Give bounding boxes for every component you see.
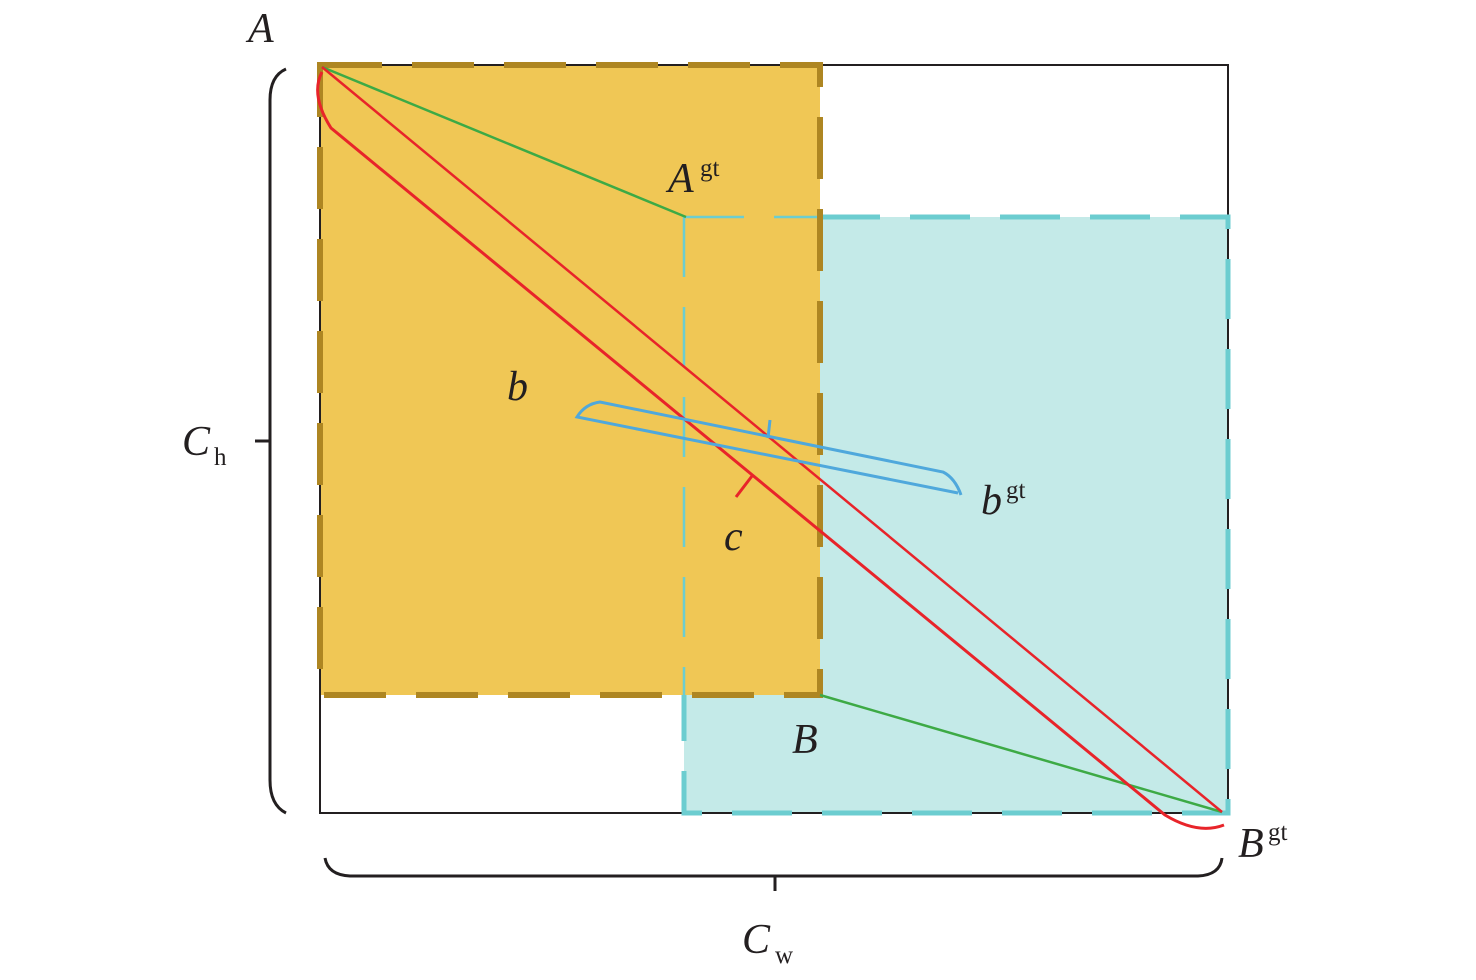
label-c: c [724,514,743,560]
diagonal-length-bracket [316,71,1225,830]
enclosing-diagonal [321,66,1223,813]
top-left-corner-distance [321,65,687,219]
diagonal-tick [734,475,754,498]
label-b-gt-center: b [981,478,1002,524]
center-distance-tick [766,419,772,439]
label-a-gt: A [665,156,694,202]
label-b-gt: B [1238,821,1264,867]
label-c-w: C [742,917,771,963]
label-c-h: C [182,419,211,465]
label-a-gt-sup: gt [700,155,720,182]
ground-truth-box-border [681,214,1231,816]
height-brace [255,67,287,815]
predicted-box-border [317,62,823,698]
label-c-h-sub: h [214,444,227,471]
label-b-gt-sup: gt [1006,477,1026,504]
label-b-gt-sup2: gt [1268,819,1288,846]
label-c-w-sub: w [775,942,793,969]
label-b-center: b [507,364,528,410]
center-distance-bracket [574,400,963,496]
bottom-right-corner-distance [819,693,1223,814]
label-a: A [245,6,274,52]
label-b: B [792,717,818,763]
width-brace [323,857,1224,891]
predicted-box [320,65,820,695]
